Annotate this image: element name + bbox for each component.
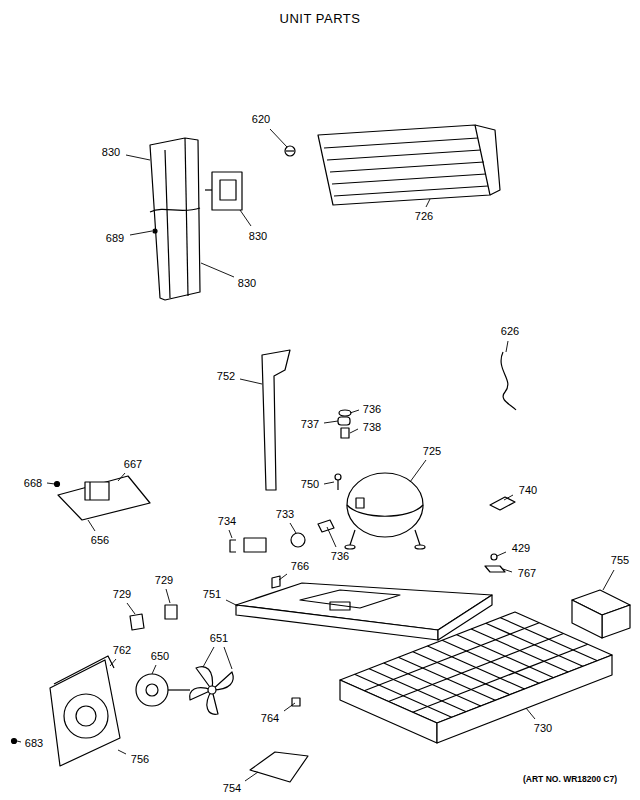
angle-bracket bbox=[572, 590, 630, 638]
callout-number: 830 bbox=[238, 277, 256, 290]
callout-number: 830 bbox=[249, 230, 267, 243]
callout-number: 683 bbox=[25, 737, 43, 750]
callout-number: 726 bbox=[415, 210, 433, 223]
callout-number: 730 bbox=[534, 722, 552, 735]
fan-shroud bbox=[12, 656, 121, 766]
callout-number: 620 bbox=[252, 113, 270, 126]
callout-number: 762 bbox=[113, 644, 131, 657]
callout-number: 752 bbox=[217, 370, 235, 383]
callout-number: 668 bbox=[24, 477, 42, 490]
evaporator-coil bbox=[340, 612, 612, 743]
relay-part bbox=[205, 172, 242, 210]
condenser-coil bbox=[318, 125, 500, 205]
cord-part bbox=[501, 352, 516, 410]
base-plate bbox=[236, 583, 492, 640]
callout-number: 650 bbox=[151, 650, 169, 663]
callout-number: 737 bbox=[301, 418, 319, 431]
callout-number: 429 bbox=[512, 542, 530, 555]
callout-number: 764 bbox=[261, 712, 279, 725]
screw-clip bbox=[485, 554, 505, 572]
art-number: (ART NO. WR18200 C7) bbox=[523, 773, 617, 786]
callout-number: 767 bbox=[518, 567, 536, 580]
callout-number: 738 bbox=[363, 421, 381, 434]
strap-bracket bbox=[262, 350, 290, 490]
callout-number: 651 bbox=[210, 632, 228, 645]
callout-number: 830 bbox=[102, 146, 120, 159]
channel-bracket bbox=[150, 138, 200, 300]
callout-number: 733 bbox=[276, 508, 294, 521]
drain-pan bbox=[250, 752, 308, 782]
callout-number: 736 bbox=[363, 403, 381, 416]
compressor bbox=[345, 473, 425, 549]
leader-lines bbox=[17, 129, 614, 781]
grommet-parts bbox=[335, 410, 351, 490]
fan-motor bbox=[136, 674, 190, 706]
callout-number: 754 bbox=[223, 782, 241, 795]
callout-number: 734 bbox=[218, 515, 236, 528]
callout-number: 725 bbox=[423, 445, 441, 458]
callout-number: 740 bbox=[519, 484, 537, 497]
callout-number: 750 bbox=[301, 478, 319, 491]
callout-number: 751 bbox=[203, 588, 221, 601]
clip-part bbox=[490, 497, 515, 510]
callout-number: 626 bbox=[501, 325, 519, 338]
callout-number: 729 bbox=[113, 588, 131, 601]
capacitor-plate bbox=[55, 476, 151, 520]
small-parts bbox=[130, 605, 177, 630]
callout-number: 667 bbox=[124, 458, 142, 471]
callout-number: 766 bbox=[291, 560, 309, 573]
callout-number: 736 bbox=[331, 550, 349, 563]
callout-number: 729 bbox=[155, 574, 173, 587]
callout-number: 755 bbox=[611, 554, 629, 567]
clip-part bbox=[285, 146, 295, 156]
diagram-title: UNIT PARTS bbox=[280, 11, 361, 26]
fan-blade bbox=[190, 667, 233, 715]
callout-number: 689 bbox=[106, 232, 124, 245]
callout-number: 756 bbox=[131, 753, 149, 766]
callout-number: 656 bbox=[91, 534, 109, 547]
